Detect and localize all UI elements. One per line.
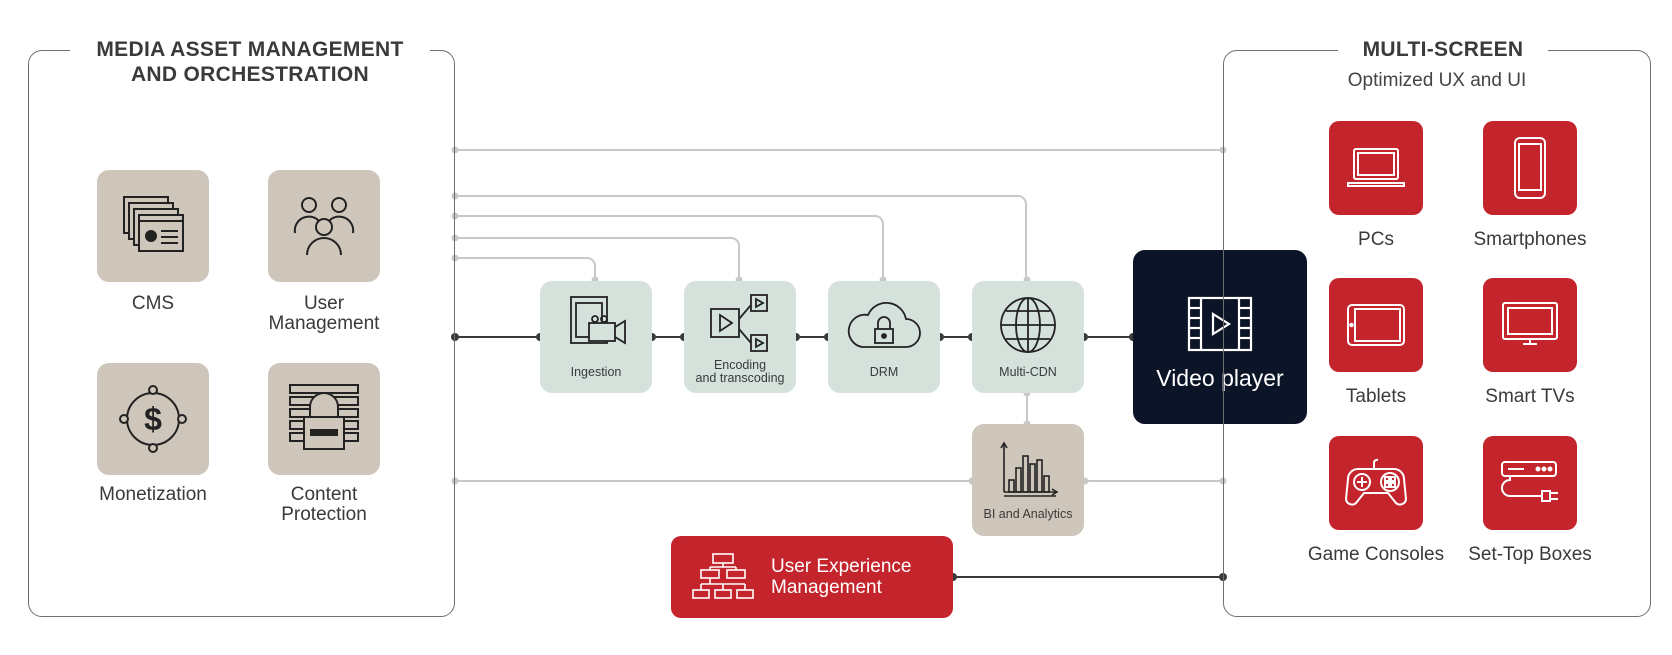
encoding-label: Encoding and transcoding bbox=[684, 359, 796, 385]
laptop-icon bbox=[1347, 148, 1405, 187]
content-protection-tile[interactable] bbox=[268, 363, 380, 475]
user-management-label-line2: Management bbox=[268, 313, 380, 334]
settop-box-icon bbox=[1500, 461, 1558, 502]
user-experience-management-label: User Experience Management bbox=[771, 556, 911, 598]
monetization-tile[interactable]: $ bbox=[97, 363, 209, 475]
tablets-tile[interactable] bbox=[1329, 278, 1423, 372]
user-experience-management-box[interactable]: User Experience Management bbox=[671, 536, 953, 618]
drm-tile[interactable]: DRM bbox=[828, 281, 940, 393]
monetization-label: Monetization bbox=[99, 484, 207, 505]
gamepad-icon bbox=[1344, 458, 1408, 506]
cloud-lock-icon bbox=[847, 302, 921, 348]
bar-chart-icon bbox=[1000, 441, 1059, 497]
multi-cdn-label: Multi-CDN bbox=[999, 365, 1057, 379]
bi-analytics-label: BI and Analytics bbox=[983, 507, 1073, 521]
sitemap-icon bbox=[692, 553, 754, 599]
cms-windows-gear-icon bbox=[123, 196, 184, 252]
smartphone-icon bbox=[1514, 137, 1546, 199]
bi-analytics-tile[interactable]: BI and Analytics bbox=[972, 424, 1084, 536]
multi-screen-title: MULTI-SCREEN bbox=[1338, 37, 1548, 62]
encoding-play-icon bbox=[710, 294, 768, 352]
svg-text:$: $ bbox=[144, 401, 162, 437]
set-top-boxes-tile[interactable] bbox=[1483, 436, 1577, 530]
encoding-label-line2: and transcoding bbox=[695, 371, 785, 385]
tv-icon bbox=[1502, 302, 1558, 345]
pcs-tile[interactable] bbox=[1329, 121, 1423, 215]
tablets-label: Tablets bbox=[1345, 386, 1407, 407]
smart-tvs-label: Smart TVs bbox=[1485, 386, 1575, 407]
content-protection-label: Content Protection bbox=[224, 485, 424, 525]
user-management-label: User Management bbox=[224, 294, 424, 334]
ingestion-label: Ingestion bbox=[570, 365, 622, 379]
game-consoles-label: Game Consoles bbox=[1307, 544, 1445, 565]
panel-title-line1: MEDIA ASSET MANAGEMENT bbox=[96, 38, 404, 61]
pcs-label: PCs bbox=[1358, 229, 1394, 250]
film-play-icon bbox=[1187, 296, 1253, 352]
content-protection-label-line2: Protection bbox=[281, 504, 367, 525]
multi-screen-panel bbox=[1223, 50, 1651, 617]
panel-title-line2: AND ORCHESTRATION bbox=[130, 63, 370, 86]
encoding-label-line1: Encoding bbox=[713, 358, 767, 372]
cms-label: CMS bbox=[131, 293, 175, 314]
smartphones-label: Smartphones bbox=[1473, 229, 1587, 250]
encoding-tile[interactable]: Encoding and transcoding bbox=[684, 281, 796, 393]
user-group-icon bbox=[293, 197, 355, 256]
cms-tile[interactable] bbox=[97, 170, 209, 282]
ingestion-camera-icon bbox=[570, 296, 626, 345]
content-protection-label-line1: Content bbox=[290, 484, 358, 505]
ingestion-tile[interactable]: Ingestion bbox=[540, 281, 652, 393]
uxm-label-line2: Management bbox=[771, 577, 882, 598]
video-player-label: Video player bbox=[1156, 365, 1284, 391]
multi-screen-subtitle: Optimized UX and UI bbox=[1347, 70, 1527, 91]
multi-cdn-tile[interactable]: Multi-CDN bbox=[972, 281, 1084, 393]
media-asset-management-title: MEDIA ASSET MANAGEMENT AND ORCHESTRATION bbox=[70, 37, 430, 87]
smart-tvs-tile[interactable] bbox=[1483, 278, 1577, 372]
smartphones-tile[interactable] bbox=[1483, 121, 1577, 215]
set-top-boxes-label: Set-Top Boxes bbox=[1468, 544, 1592, 565]
uxm-label-line1: User Experience bbox=[771, 556, 912, 577]
user-management-label-line1: User bbox=[303, 293, 345, 314]
user-management-tile[interactable] bbox=[268, 170, 380, 282]
drm-label: DRM bbox=[869, 365, 899, 379]
tablet-icon bbox=[1347, 304, 1405, 346]
padlock-wall-icon bbox=[289, 384, 359, 450]
game-consoles-tile[interactable] bbox=[1329, 436, 1423, 530]
globe-icon bbox=[1000, 297, 1056, 353]
dollar-circle-icon: $ bbox=[119, 385, 187, 453]
video-player-box[interactable]: Video player bbox=[1133, 250, 1307, 424]
